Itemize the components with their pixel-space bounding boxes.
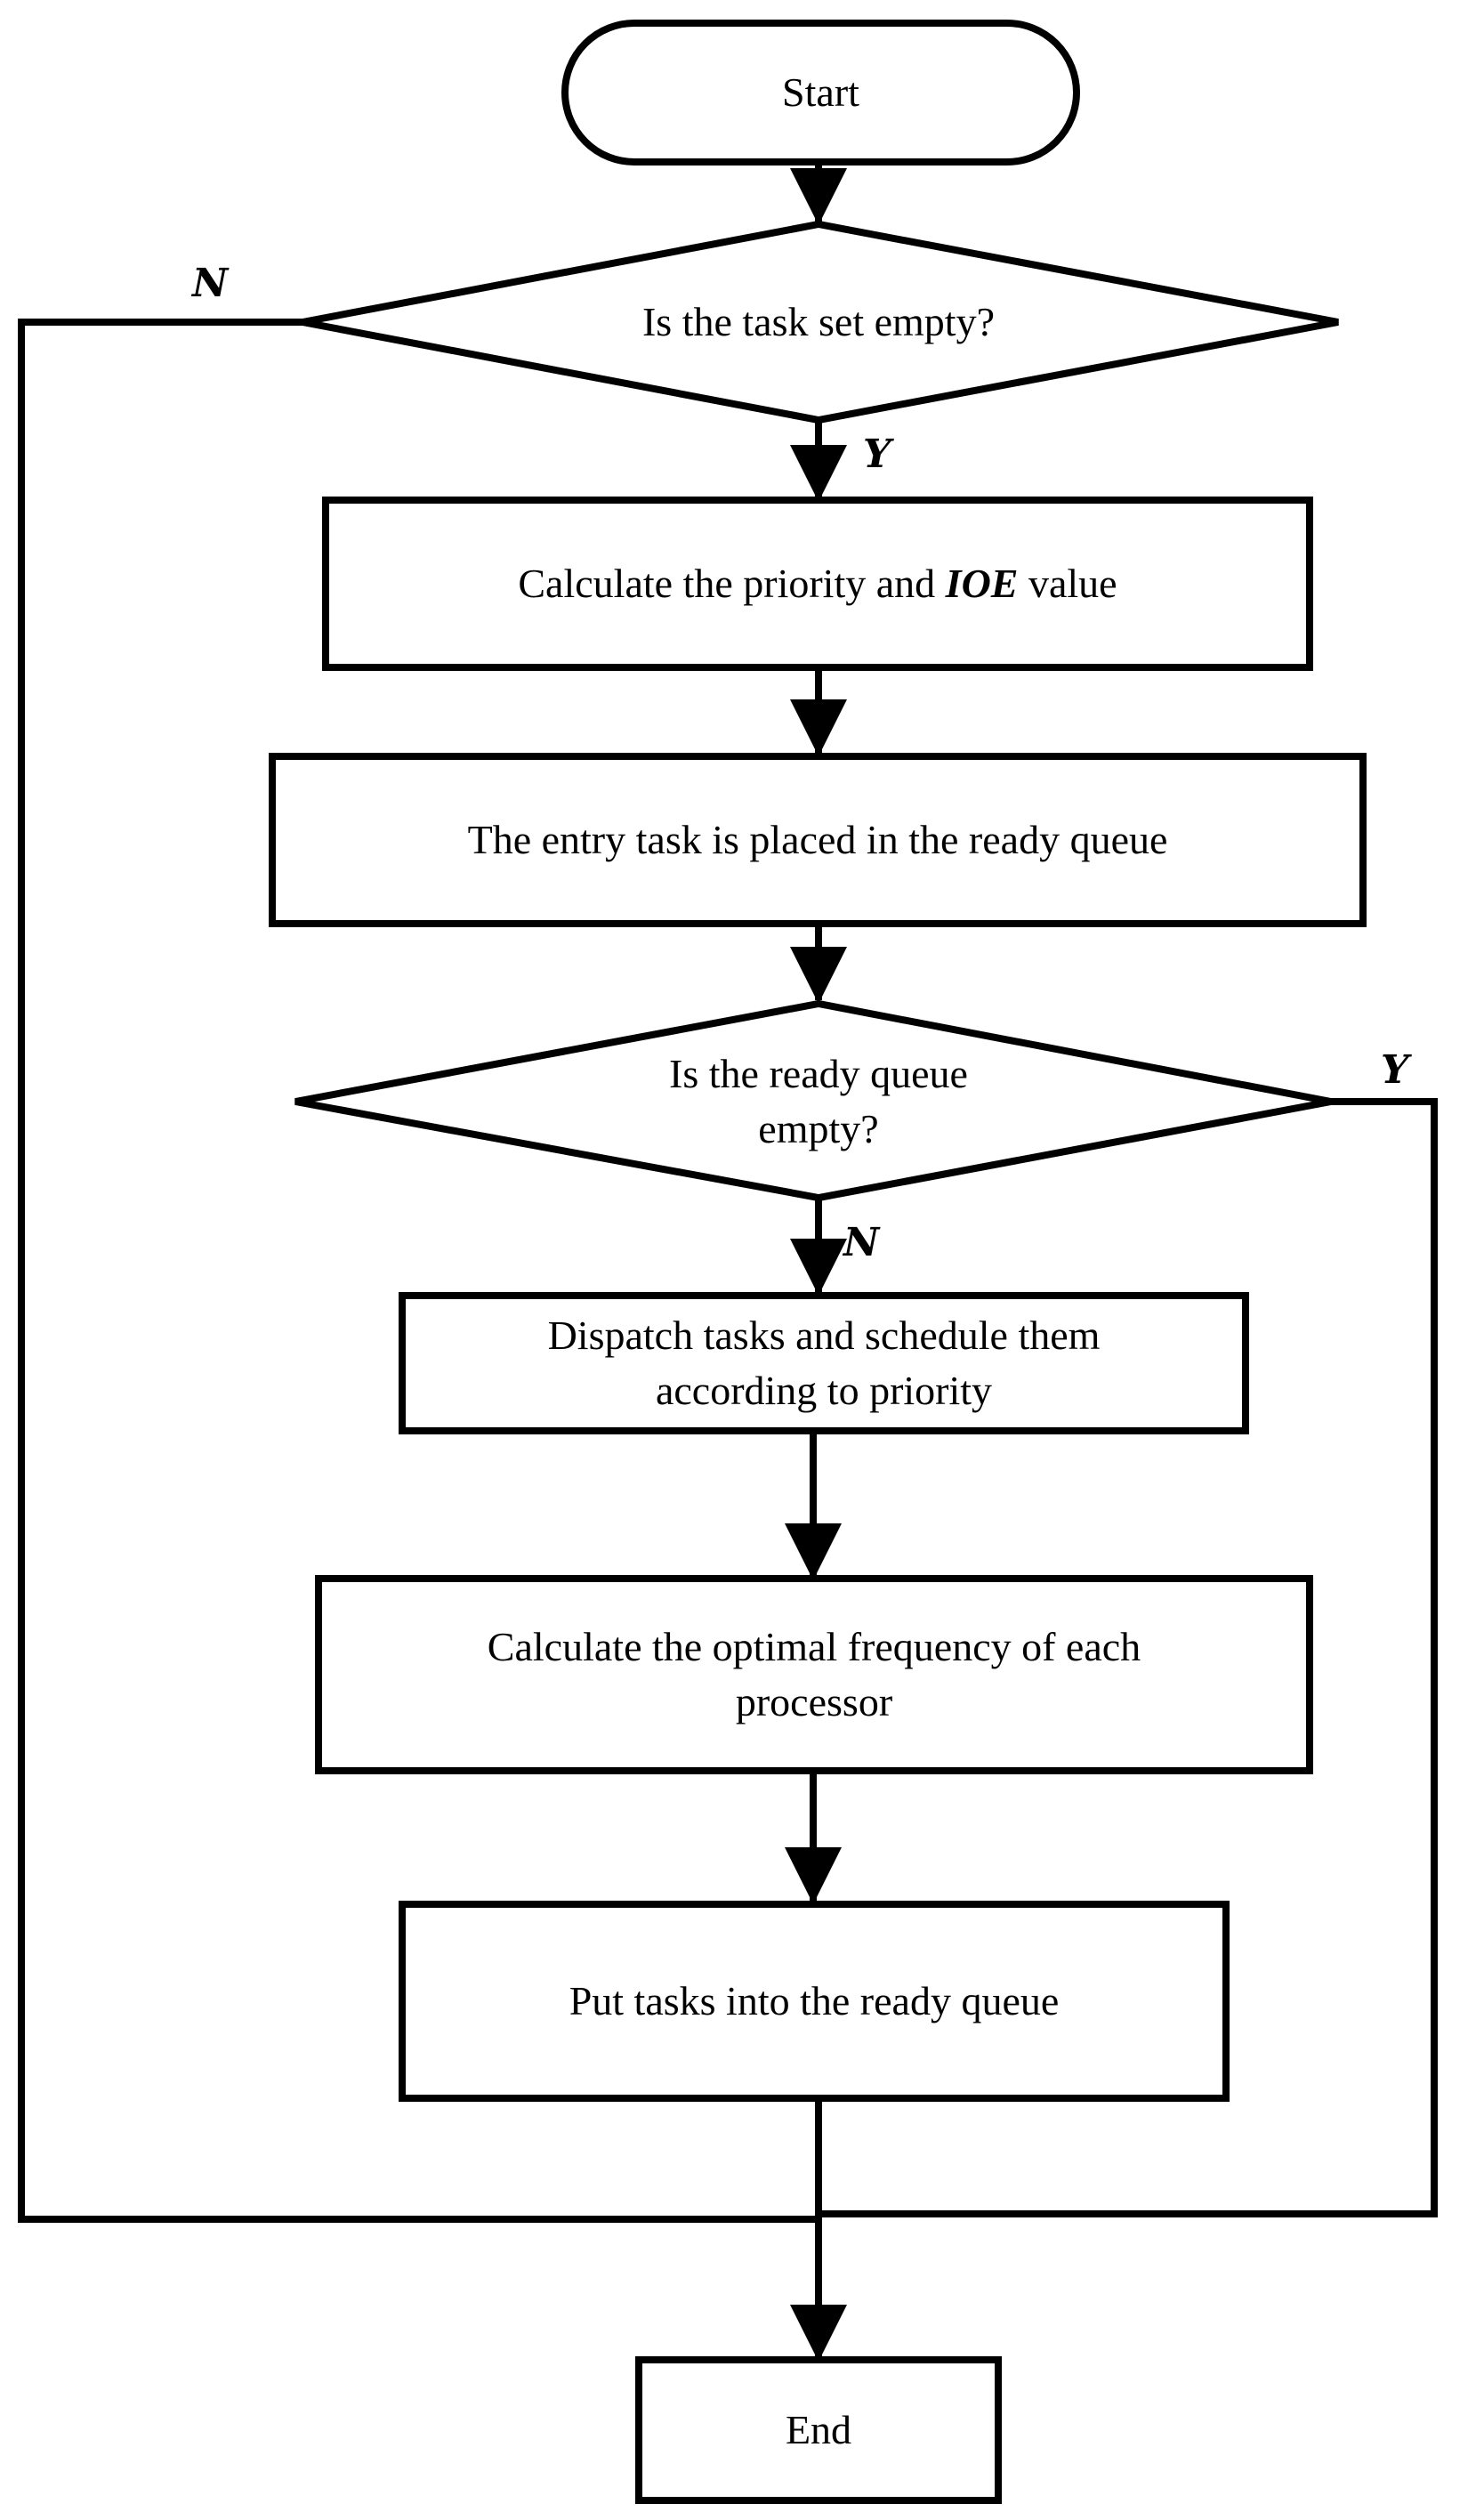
dispatch-line1: Dispatch tasks and schedule them [547, 1312, 1101, 1358]
dispatch-line2: according to priority [655, 1368, 993, 1413]
optimal-frequency-line1: Calculate the optimal frequency of each [487, 1624, 1141, 1669]
decision-task-set-empty [302, 220, 1339, 424]
decision-ready-queue-label: Is the ready queue empty? [498, 1046, 1139, 1157]
decision-task-set-text: Is the task set empty? [641, 299, 995, 344]
start-terminal [561, 20, 1080, 166]
start-label: Start [565, 23, 1077, 162]
calc-priority-label: Calculate the priority and IOE value [326, 500, 1310, 667]
process-put-tasks [399, 1901, 1230, 2102]
decision-ready-queue-empty [294, 999, 1332, 1202]
process-entry-task [269, 753, 1367, 927]
end-terminal [635, 2356, 1002, 2504]
decision-task-set-label: Is the task set empty? [463, 287, 1174, 358]
branch-label-ready-queue-yes: Y [1381, 1047, 1409, 1093]
loop-task-set-no-path [18, 319, 822, 2223]
put-tasks-text: Put tasks into the ready queue [569, 1978, 1060, 2023]
branch-label-task-set-no: N [192, 261, 229, 306]
end-text: End [785, 2407, 852, 2452]
optimal-frequency-label: Calculate the optimal frequency of each … [319, 1579, 1310, 1771]
start-text: Start [782, 69, 859, 115]
calc-priority-prefix: Calculate the priority and [518, 561, 936, 606]
decision-ready-queue-line2: empty? [758, 1106, 879, 1151]
end-label: End [639, 2360, 998, 2500]
loop-ready-queue-yes-path [815, 1098, 1438, 2217]
put-tasks-label: Put tasks into the ready queue [402, 1904, 1226, 2098]
ioe-math-symbol: IOE [945, 561, 1019, 606]
branch-label-task-set-yes: Y [863, 432, 891, 477]
calc-priority-text: Calculate the priority and IOE value [518, 556, 1117, 611]
process-dispatch-tasks [399, 1292, 1249, 1434]
branch-label-ready-queue-no: N [843, 1220, 880, 1265]
process-calc-priority [322, 497, 1313, 671]
entry-task-text: The entry task is placed in the ready qu… [467, 817, 1168, 862]
calc-priority-suffix: value [1028, 561, 1117, 606]
entry-task-label: The entry task is placed in the ready qu… [272, 756, 1363, 924]
decision-ready-queue-line1: Is the ready queue [669, 1051, 968, 1096]
optimal-frequency-line2: processor [735, 1679, 893, 1724]
dispatch-label: Dispatch tasks and schedule them accordi… [402, 1296, 1246, 1431]
process-optimal-frequency [315, 1575, 1313, 1774]
